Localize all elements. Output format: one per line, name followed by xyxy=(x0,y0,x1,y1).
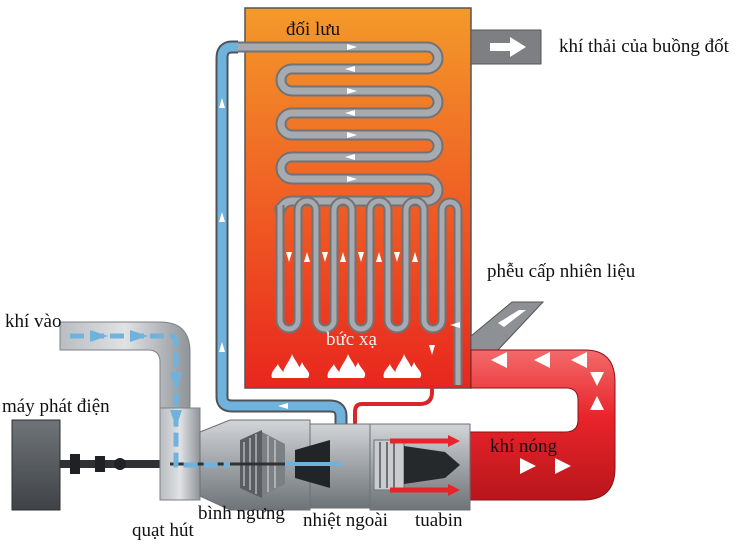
generator xyxy=(11,419,61,511)
label-exhaust: khí thải của buồng đốt xyxy=(559,36,729,57)
fuel-hopper xyxy=(470,301,545,351)
flame-icon xyxy=(271,354,310,378)
flow-arrow-icon xyxy=(345,44,357,182)
flow-arrow-icon xyxy=(219,98,288,409)
flow-arrow-icon xyxy=(491,352,604,474)
exhaust-chimney xyxy=(470,29,542,65)
label-air-in: khí vào xyxy=(5,311,62,332)
label-convection: đối lưu xyxy=(286,19,341,40)
label-external-heat: nhiệt ngoài xyxy=(303,510,388,531)
label-condenser: bình ngưng xyxy=(198,503,285,524)
exhaust-arrow-icon xyxy=(490,37,526,57)
label-radiation: bức xạ xyxy=(326,329,377,350)
label-turbine: tuabin xyxy=(415,510,463,531)
flame-icon xyxy=(383,354,422,378)
flame-icon xyxy=(327,354,366,378)
label-fuel-hopper: phễu cấp nhiên liệu xyxy=(487,261,636,282)
turbine-red-flow xyxy=(390,435,460,496)
hot-feed-line xyxy=(353,385,434,470)
label-suction-fan: quạt hút xyxy=(132,520,194,541)
label-hot-gas: khí nóng xyxy=(490,436,558,457)
flow-arrow-icon xyxy=(90,330,182,428)
label-generator: máy phát điện xyxy=(2,396,110,417)
flow-arrow-icon xyxy=(286,252,435,355)
suction-fan-housing xyxy=(159,407,201,501)
turbine-rotor xyxy=(373,439,460,491)
